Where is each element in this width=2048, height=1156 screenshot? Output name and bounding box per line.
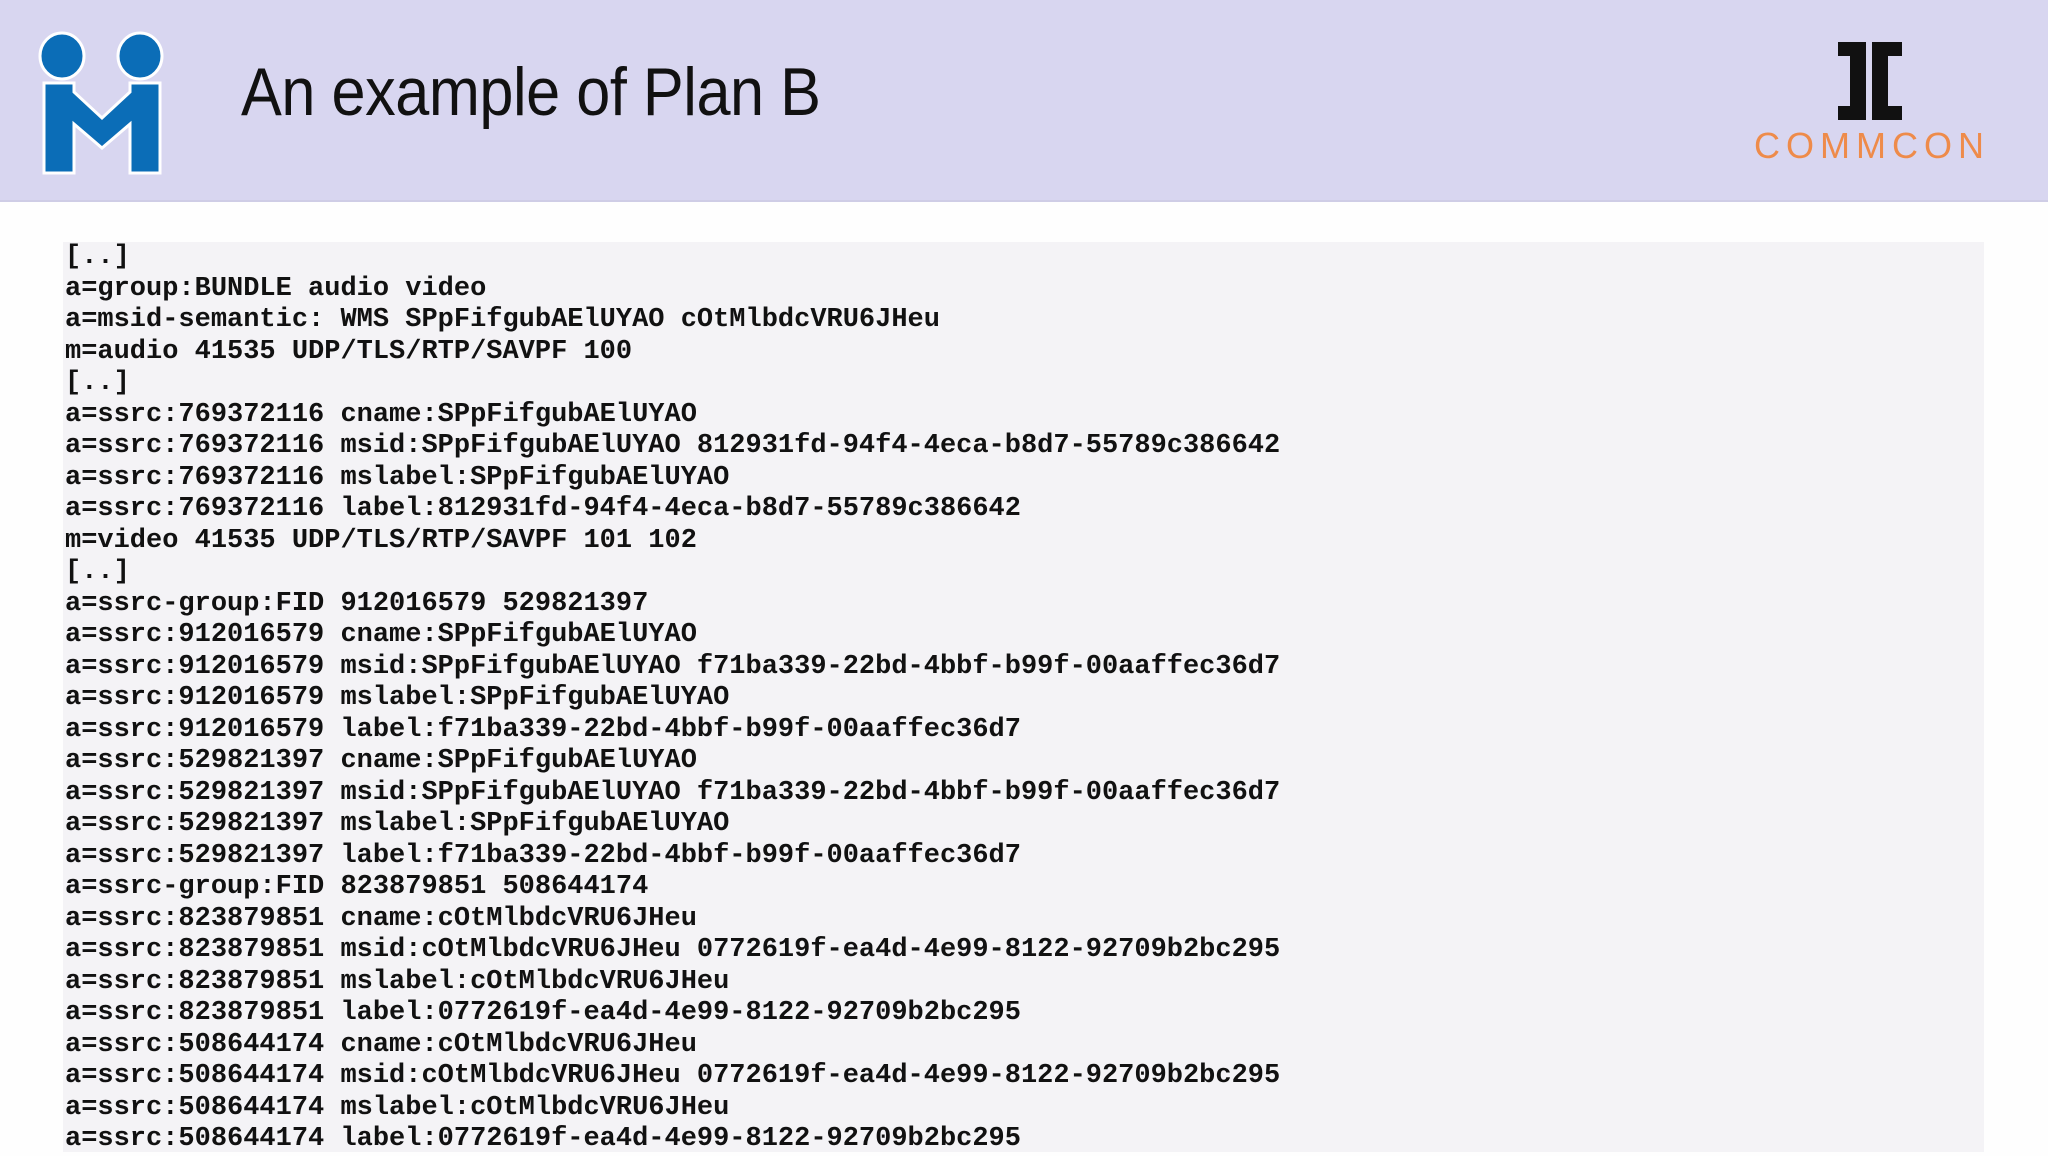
code-line: a=msid-semantic: WMS SPpFifgubAElUYAO cO… bbox=[65, 305, 940, 335]
code-line: [..] bbox=[65, 242, 130, 272]
code-line: a=ssrc:529821397 label:f71ba339-22bd-4bb… bbox=[65, 840, 1021, 871]
code-line: a=ssrc:769372116 label:812931fd-94f4-4ec… bbox=[65, 494, 1021, 524]
code-line: a=ssrc-group:FID 912016579 529821397 bbox=[65, 588, 649, 619]
code-line: a=ssrc:823879851 cname:cOtMlbdcVRU6JHeu bbox=[65, 903, 697, 934]
code-line: [..] bbox=[65, 557, 130, 587]
code-line: a=ssrc:823879851 msid:cOtMlbdcVRU6JHeu 0… bbox=[65, 935, 1281, 965]
code-line: a=ssrc:508644174 label:0772619f-ea4d-4e9… bbox=[65, 1124, 1021, 1154]
code-line: a=ssrc-group:FID 823879851 508644174 bbox=[65, 872, 649, 902]
code-line: a=ssrc:508644174 cname:cOtMlbdcVRU6JHeu bbox=[65, 1029, 697, 1060]
code-line: m=video 41535 UDP/TLS/RTP/SAVPF 101 102 bbox=[65, 525, 697, 556]
code-line: a=ssrc:912016579 mslabel:SPpFifgubAElUYA… bbox=[65, 683, 730, 713]
commcon-mark-icon bbox=[1838, 42, 1902, 120]
code-line: a=ssrc:912016579 label:f71ba339-22bd-4bb… bbox=[65, 714, 1021, 745]
code-line: a=ssrc:769372116 cname:SPpFifgubAElUYAO bbox=[65, 399, 697, 430]
code-line: [..] bbox=[65, 368, 130, 398]
commcon-wordmark: COMMCON bbox=[1754, 125, 1990, 166]
code-line: a=ssrc:529821397 msid:SPpFifgubAElUYAO f… bbox=[65, 777, 1281, 808]
code-line: a=ssrc:912016579 cname:SPpFifgubAElUYAO bbox=[65, 620, 697, 650]
code-line: a=ssrc:769372116 mslabel:SPpFifgubAElUYA… bbox=[65, 462, 730, 493]
code-line: a=group:BUNDLE audio video bbox=[65, 273, 487, 304]
code-line: a=ssrc:508644174 mslabel:cOtMlbdcVRU6JHe… bbox=[65, 1092, 730, 1123]
code-line: a=ssrc:912016579 msid:SPpFifgubAElUYAO f… bbox=[65, 651, 1281, 682]
slide-header: An example of Plan B COMMCON bbox=[0, 0, 2048, 202]
page-title: An example of Plan B bbox=[241, 54, 821, 130]
code-line: a=ssrc:529821397 cname:SPpFifgubAElUYAO bbox=[65, 746, 697, 776]
code-line: a=ssrc:769372116 msid:SPpFifgubAElUYAO 8… bbox=[65, 431, 1281, 461]
code-line: m=audio 41535 UDP/TLS/RTP/SAVPF 100 bbox=[65, 336, 633, 367]
commcon-logo: COMMCON bbox=[1750, 38, 1990, 166]
meetecho-logo-icon bbox=[38, 28, 166, 176]
code-line: a=ssrc:529821397 mslabel:SPpFifgubAElUYA… bbox=[65, 809, 730, 839]
code-line: a=ssrc:823879851 label:0772619f-ea4d-4e9… bbox=[65, 998, 1021, 1028]
code-line: a=ssrc:508644174 msid:cOtMlbdcVRU6JHeu 0… bbox=[65, 1061, 1281, 1091]
code-line: a=ssrc:823879851 mslabel:cOtMlbdcVRU6JHe… bbox=[65, 966, 730, 997]
